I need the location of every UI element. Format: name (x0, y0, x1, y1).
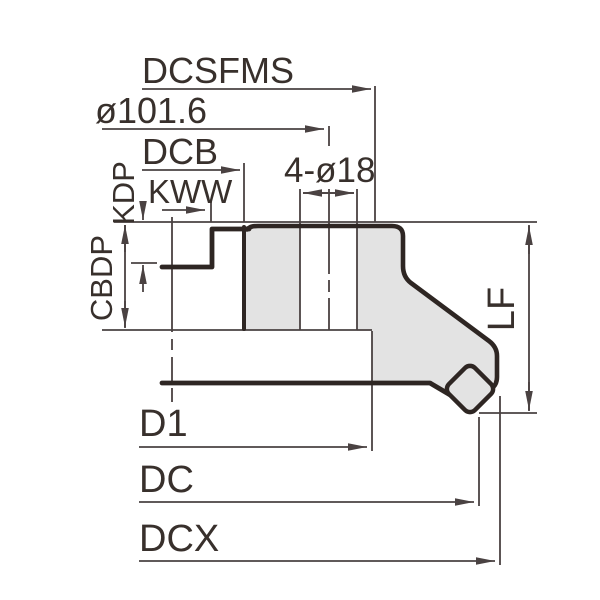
extension-lines (102, 86, 537, 565)
keyway-outline (159, 226, 252, 270)
label-kdp: KDP (106, 161, 141, 225)
label-cbdp: CBDP (84, 235, 119, 321)
body-outline (159, 223, 500, 415)
label-dc: DC (139, 459, 194, 501)
label-pitch-circle: ø101.6 (95, 90, 207, 131)
label-d1: D1 (139, 403, 188, 445)
section-fill-body-nose (357, 226, 497, 414)
label-lf: LF (481, 287, 523, 331)
label-dcx: DCX (139, 518, 219, 560)
dimension-labels: DCSFMS ø101.6 DCB KWW 4-ø18 KDP CBDP LF … (84, 50, 523, 560)
top-and-right-outline (244, 223, 500, 392)
bottom-face-outline (159, 380, 455, 399)
label-dcsfms: DCSFMS (142, 50, 294, 91)
section-fill-left-column (246, 226, 300, 330)
section-fills (246, 226, 497, 414)
insert-diamond (444, 363, 496, 415)
label-holes: 4-ø18 (284, 151, 375, 190)
label-dcb: DCB (142, 131, 218, 172)
dimension-lines (102, 85, 533, 565)
label-kww: KWW (148, 173, 233, 210)
